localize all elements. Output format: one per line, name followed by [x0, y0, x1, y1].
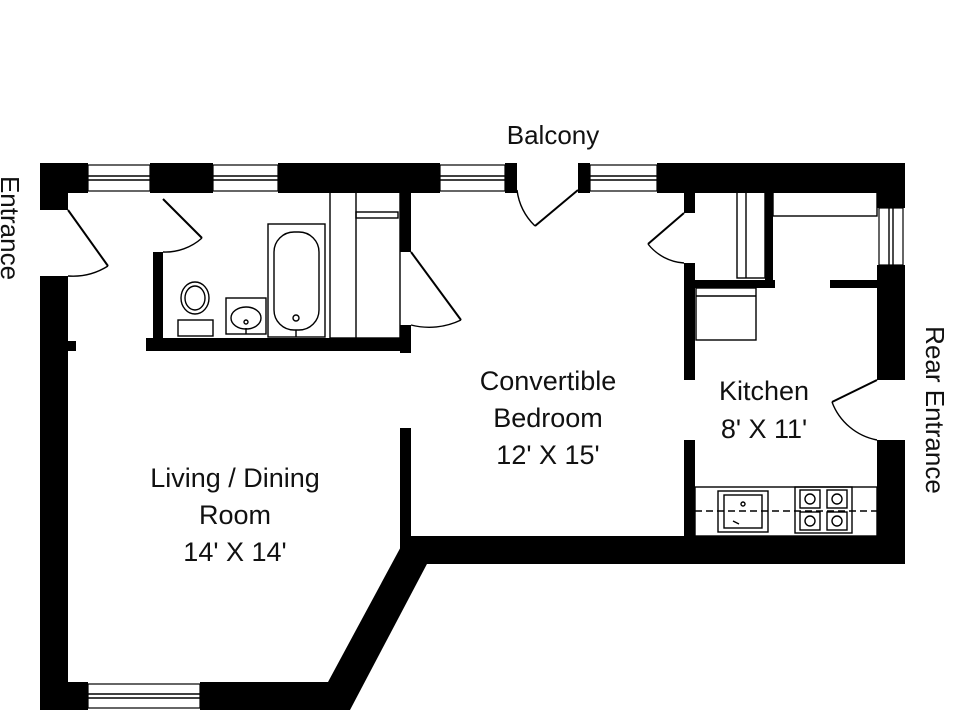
sink-icon [225, 297, 267, 335]
bathroom-closet [329, 187, 401, 339]
counter [694, 486, 878, 537]
exterior-walls [40, 163, 905, 710]
pantry-shelf [736, 189, 766, 279]
refrigerator-icon [695, 287, 757, 341]
living-size: 14' X 14' [183, 537, 286, 567]
living-name-line2: Room [199, 500, 271, 530]
kitchen-fixtures [694, 189, 878, 537]
kitchen-sink-icon [717, 490, 769, 533]
bathroom-fixtures [177, 187, 401, 339]
bathtub-icon [267, 223, 326, 338]
kitchen-name: Kitchen [719, 376, 809, 406]
rear-entrance-label: Rear Entrance [920, 326, 950, 494]
balcony-label: Balcony [507, 120, 600, 150]
bedroom-size: 12' X 15' [496, 440, 599, 470]
stove-icon [794, 486, 853, 534]
doors [67, 189, 878, 441]
entrance-label: Entrance [0, 176, 25, 280]
living-name-line1: Living / Dining [150, 463, 320, 493]
bedroom-name-line1: Convertible [480, 366, 617, 396]
bedroom-name-line2: Bedroom [493, 403, 603, 433]
kitchen-size: 8' X 11' [721, 414, 807, 444]
interior-walls [66, 190, 880, 553]
closet-shelf [772, 189, 878, 217]
windows [87, 164, 904, 709]
toilet-icon [177, 281, 214, 337]
